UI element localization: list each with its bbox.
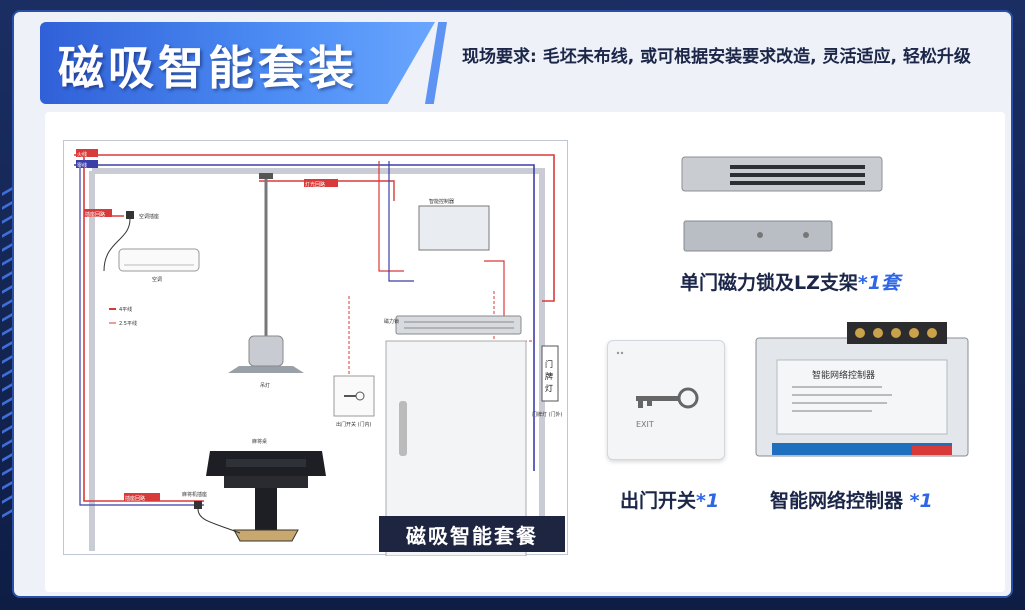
table-cable [197, 508, 241, 534]
tag-circuit-text: 插座回路 [85, 211, 105, 218]
lamp-body [248, 335, 284, 367]
decorative-stripes [0, 187, 14, 550]
tag-live-text: 火线 [77, 151, 87, 158]
controller-red-terminal [912, 446, 952, 455]
ac-socket-label: 空调插座 [139, 213, 159, 220]
maglock-svg [681, 156, 883, 252]
exit-switch-caption: 出门开关*1 [620, 486, 719, 513]
terminal-screw-e [927, 328, 937, 338]
maglock-product-image [680, 155, 885, 260]
controller-product-image: 智能网络控制器 [752, 318, 972, 468]
ac-unit [118, 248, 200, 272]
terminal-screw-b [873, 328, 883, 338]
maglock-qty: *1套 [857, 272, 901, 294]
wire-ctrl-a [378, 161, 404, 272]
maglock-name: 单门磁力锁及LZ支架 [680, 272, 858, 294]
wire-neutral [74, 164, 535, 471]
terminal-screw-d [909, 328, 919, 338]
diagram-maglock [395, 315, 522, 335]
controller-svg: 智能网络控制器 [755, 322, 969, 457]
exit-key-icon [677, 387, 699, 409]
page-title: 磁吸智能套装 [58, 41, 358, 95]
table-base [233, 529, 299, 542]
table-socket [194, 501, 202, 509]
table-tray [226, 459, 306, 467]
exit-panel-text: EXIT [636, 420, 654, 429]
page-subtitle: 现场要求: 毛坯未布线, 或可根据安装要求改造, 灵活适应, 轻松升级 [462, 47, 971, 67]
plate-line-a [792, 386, 882, 388]
table-label: 麻将桌 [252, 438, 267, 445]
ac-cable [103, 218, 131, 272]
door-light-text-c: 灯 [545, 383, 553, 393]
terminal-screw-c [891, 328, 901, 338]
exit-switch-qty: *1 [696, 490, 720, 512]
wire-ctrl-b [388, 161, 414, 282]
diagram-label: 磁吸智能套餐 [379, 516, 565, 552]
table-leg [255, 488, 277, 530]
plate-line-c [792, 402, 887, 404]
controller-qty: *1 [909, 490, 933, 512]
tag-circuit [84, 209, 112, 217]
bracket-screw-a [757, 232, 763, 238]
maglock-groove-b [730, 173, 865, 177]
door-light-text-b: 牌 [545, 371, 553, 381]
door-handle [399, 401, 407, 456]
exit-switch-name: 出门开关 [620, 490, 697, 512]
tag-neutral [76, 160, 98, 168]
lamp-shade [228, 366, 304, 373]
tag-light-circuit-text: 灯光回路 [305, 181, 325, 188]
exit-dot-b [620, 351, 624, 355]
table-socket-label: 麻将机插座 [182, 491, 207, 498]
ac-label: 空调 [152, 276, 162, 283]
diagram-controller [418, 205, 490, 251]
wiring-diagram-svg: 火线 零线 插座回路 灯光回路 插座回路 空调插座 空调 4平线 2.5平线 吊… [74, 149, 563, 557]
room-wall [92, 168, 545, 551]
controller-tag: 智能控制器 [429, 198, 454, 205]
plate-line-b [792, 394, 892, 396]
wire-table-neutral [79, 165, 204, 506]
tag-light-circuit [304, 179, 338, 187]
exit-dot-a [616, 351, 620, 355]
maglock-groove-c [730, 181, 865, 185]
exit-key-shaft-icon [636, 396, 680, 401]
wire-live [74, 154, 555, 302]
controller-caption: 智能网络控制器 *1 [770, 486, 933, 513]
tag-neutral-text: 零线 [77, 162, 87, 169]
ac-socket [126, 211, 134, 219]
exit-switch-svg: EXIT [616, 351, 699, 429]
wire-table-live [83, 155, 204, 502]
exit-key-tooth-b [647, 401, 652, 406]
lamp-label: 吊灯 [260, 382, 270, 389]
table-apron [224, 476, 308, 488]
legend-b: 2.5平线 [119, 320, 137, 327]
bracket-screw-b [803, 232, 809, 238]
exit-switch-tag: 出门开关 (门内) [336, 421, 372, 428]
legend-a: 4平线 [119, 306, 132, 313]
plate-line-d [792, 410, 872, 412]
maglock-tag: 磁力锁 [384, 318, 399, 325]
tag-table-circuit-text: 插座回路 [125, 495, 145, 502]
exit-key-tooth-a [638, 401, 643, 408]
controller-label-plate [776, 359, 948, 435]
exit-switch-product-image: EXIT [607, 340, 725, 460]
tag-table-circuit [124, 493, 160, 501]
controller-name: 智能网络控制器 [770, 490, 910, 512]
maglock-caption: 单门磁力锁及LZ支架*1套 [680, 268, 900, 295]
controller-terminal-bottom [772, 443, 952, 455]
diagram-door-light [541, 345, 559, 402]
terminal-screw-a [855, 328, 865, 338]
door-light-text-a: 门 [545, 359, 553, 369]
wire-lock [484, 260, 505, 321]
wiring-diagram: 火线 零线 插座回路 灯光回路 插座回路 空调插座 空调 4平线 2.5平线 吊… [63, 140, 568, 557]
tag-live [76, 149, 98, 157]
lamp-mount [259, 173, 273, 179]
door-light-tag: 门牌灯 (门外) [532, 411, 563, 418]
maglock-groove-a [730, 165, 865, 169]
title-banner [40, 22, 435, 104]
controller-panel-text: 智能网络控制器 [812, 369, 875, 381]
